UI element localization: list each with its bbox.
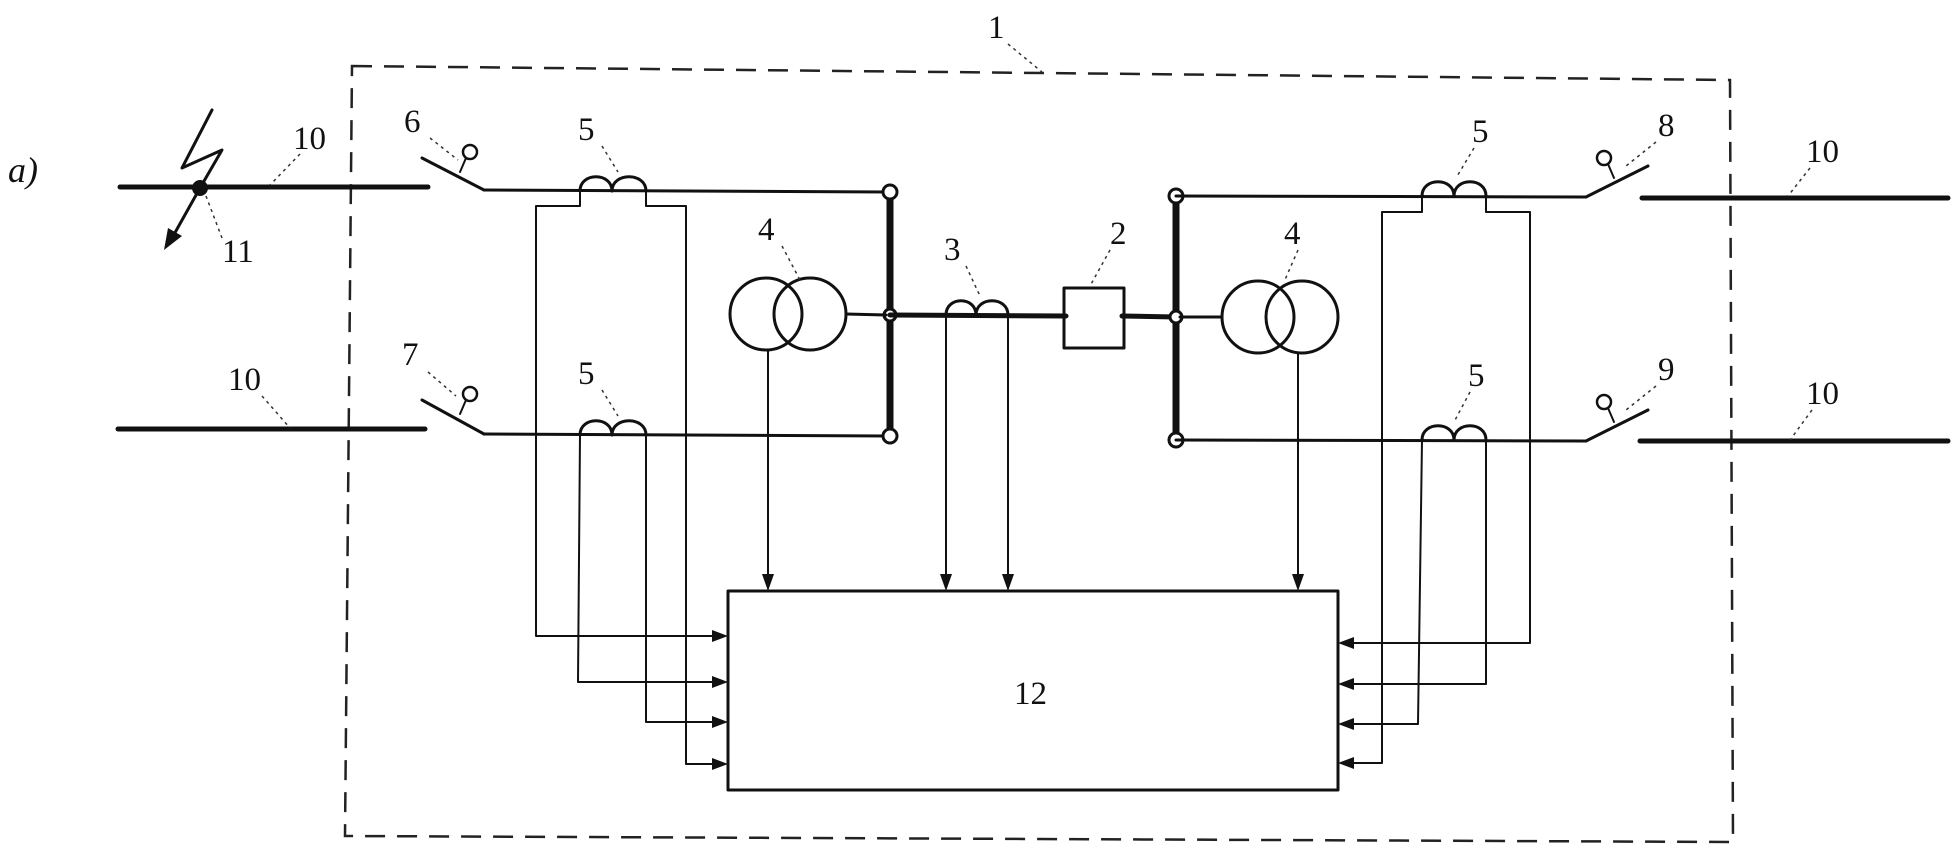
ct-bottom-left-leader [601,389,619,417]
arrow-left-4 [712,758,728,770]
vt-left-label: 4 [758,212,775,248]
ct-bottom-right-icon [1420,424,1488,442]
converter-box [1062,286,1126,350]
ct-top-right-label: 5 [1472,114,1489,150]
converter-label: 2 [1110,216,1127,252]
boundary-label: 1 [988,10,1005,46]
ct-bottom-right-label: 5 [1468,358,1485,394]
arrow-left-2 [712,676,728,688]
breaker-9-leader [1625,385,1657,411]
breaker-6-label: 6 [404,104,421,140]
line-top-left-label: 10 [293,121,326,157]
fault-label: 11 [222,234,254,270]
line-bottom-right-label: 10 [1806,376,1839,412]
line-top-right-leader [1787,167,1811,197]
ct-center-icon [944,299,1010,317]
converter-leader [1089,249,1111,287]
arrow-right-3 [1338,718,1354,730]
center-link-right [1119,313,1179,320]
boundary-leader [1007,43,1043,73]
breaker-6-icon [420,143,486,192]
left-secondary-wiring [535,190,717,765]
vt-right-icon [1178,279,1340,355]
fault-leader [205,195,223,239]
breaker-8-icon [1584,149,1650,199]
arrow-top-ct-2 [1002,574,1014,591]
relay-unit-label: 12 [1014,676,1047,712]
vt-left-icon [728,276,888,352]
arrow-left-1 [712,630,728,642]
breaker-7-leader [427,371,457,397]
ct-top-left-leader [601,145,619,173]
breaker-8-label: 8 [1658,108,1675,144]
line-top-left-leader [269,153,301,186]
ct-top-left-label: 5 [578,112,595,148]
fault-icon [164,108,224,250]
top-signal-wiring [767,314,1299,577]
right-secondary-wiring [1349,195,1531,764]
center-link-left [887,312,1069,319]
ct-bottom-left-label: 5 [578,356,595,392]
arrow-right-4 [1338,757,1354,769]
ct-center-label: 3 [944,232,961,268]
left-top-feeder [482,188,890,194]
ct-top-left-icon [578,175,648,193]
ct-bottom-left-icon [578,419,648,437]
breaker-8-leader [1625,141,1657,167]
line-bottom-left-leader [261,395,291,429]
ct-top-right-icon [1420,180,1488,198]
ct-center-leader [965,265,981,297]
arrow-right-1 [1338,637,1354,649]
breaker-6-leader [429,137,459,161]
vt-left-leader [781,245,801,281]
figure-label: a) [8,150,38,190]
ct-bottom-right-leader [1453,391,1471,423]
arrow-top-ct-1 [940,574,952,591]
relay-unit-box [726,589,1340,792]
line-bottom-left-label: 10 [228,362,261,398]
breaker-9-icon [1584,393,1650,443]
line-bottom-right-leader [1789,409,1813,441]
right-top-feeder [1174,194,1588,199]
substation-boundary [343,64,1735,844]
breaker-7-label: 7 [402,337,419,373]
left-bus-node-top [881,183,899,201]
arrow-left-3 [712,716,728,728]
ct-top-right-leader [1455,147,1475,179]
vt-right-leader [1283,249,1299,283]
breaker-9-label: 9 [1658,352,1675,388]
arrow-right-2 [1338,678,1354,690]
left-bus-node-bottom [881,427,899,445]
vt-right-label: 4 [1284,216,1301,252]
arrow-top-vt-right [1292,574,1304,591]
line-top-right-label: 10 [1806,134,1839,170]
breaker-7-icon [420,385,486,436]
arrow-top-vt-left [762,574,774,591]
